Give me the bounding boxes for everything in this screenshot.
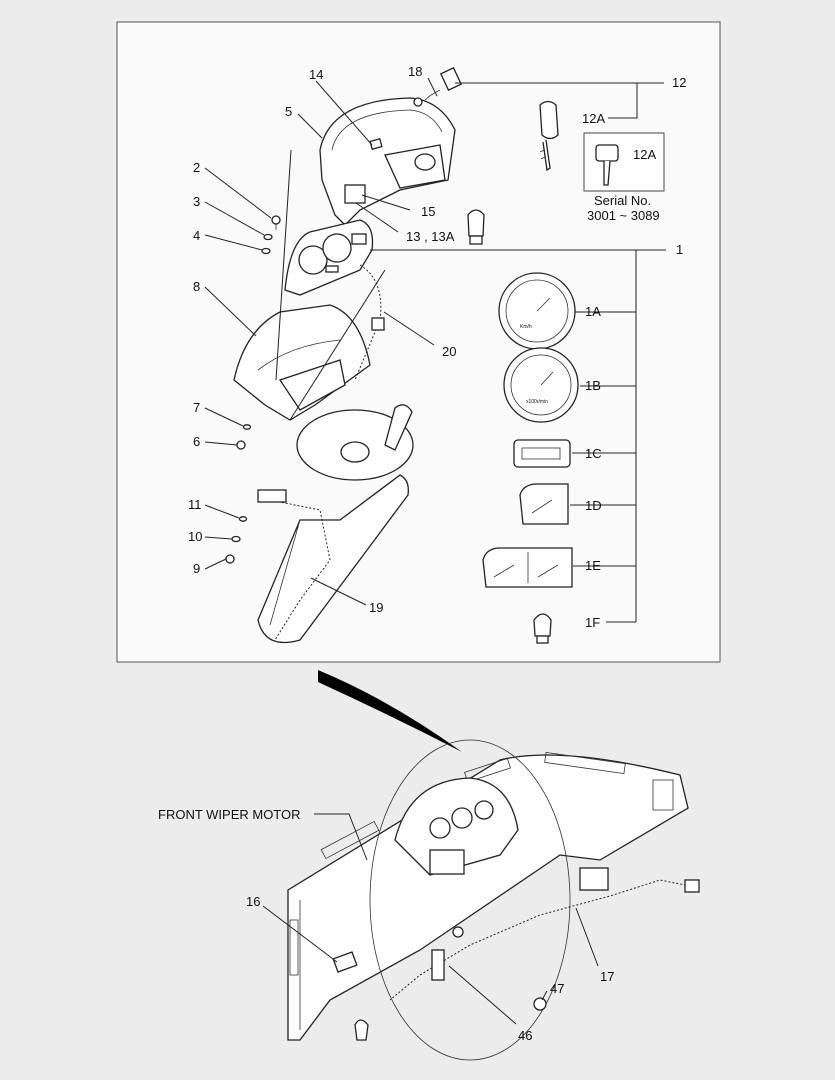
callout-3: 3 [193,194,200,209]
key-12a-box [583,132,665,192]
screw-6 [236,440,246,450]
screw-9 [225,554,235,564]
callout-19: 19 [369,600,383,615]
serial-range: 3001 ~ 3089 [587,208,660,223]
callout-20: 20 [442,344,456,359]
callout-8: 8 [193,279,200,294]
harness-connector [257,489,287,503]
steering-column [257,404,414,644]
grommet-47 [533,997,547,1011]
connector-20 [371,317,385,331]
cluster-bezel [319,97,456,226]
callout-1e: 1E [585,558,601,573]
gauge-fuel [519,483,569,525]
washer-3 [263,233,273,241]
callout-18: 18 [408,64,422,79]
callout-1c: 1C [585,446,602,461]
callout-1d: 1D [585,498,602,513]
callout-13: 13 , 13A [406,229,455,244]
gauge-hour-meter [513,439,571,468]
gauge-tachometer: x100r/min [503,347,579,423]
washer-10 [231,535,241,543]
callout-11: 11 [188,497,202,512]
serial-label: Serial No. [594,193,651,208]
callout-12a: 12A [582,111,605,126]
dashboard-assembly [287,739,700,1061]
callout-14: 14 [309,67,323,82]
callout-1: 1 [676,242,683,257]
callout-5: 5 [285,104,292,119]
callout-46: 46 [518,1028,532,1043]
front-wiper-motor-label: FRONT WIPER MOTOR [158,807,301,822]
key-12a [595,144,619,186]
callout-16: 16 [246,894,260,909]
connector-17 [579,867,609,891]
callout-15: 15 [421,204,435,219]
callout-12a-box: 12A [633,147,656,162]
bulb-1f [533,613,552,644]
relay-16 [332,951,358,973]
callout-1b: 1B [585,378,601,393]
callout-4: 4 [193,228,200,243]
callout-9: 9 [193,561,200,576]
callout-47: 47 [550,981,564,996]
screw-2 [271,215,281,230]
callout-10: 10 [188,529,202,544]
callout-12: 12 [672,75,686,90]
washer-11 [238,516,248,522]
washer-4 [261,247,271,255]
gauge-speedometer: Km/h [498,272,576,350]
instrument-cluster [284,219,374,296]
connector-18 [413,67,463,107]
tacho-unit-label: x100r/min [526,399,548,405]
key-12 [539,100,559,172]
bulb-13 [467,209,485,245]
callout-7: 7 [193,400,200,415]
callout-2: 2 [193,160,200,175]
pointer-arrow [318,670,462,752]
callout-1f: 1F [585,615,600,630]
washer-7 [242,424,252,430]
callout-17: 17 [600,969,614,984]
speedo-unit-label: Km/h [520,324,532,330]
gauge-temperature-pair [482,547,573,588]
callout-6: 6 [193,434,200,449]
callout-1a: 1A [585,304,601,319]
